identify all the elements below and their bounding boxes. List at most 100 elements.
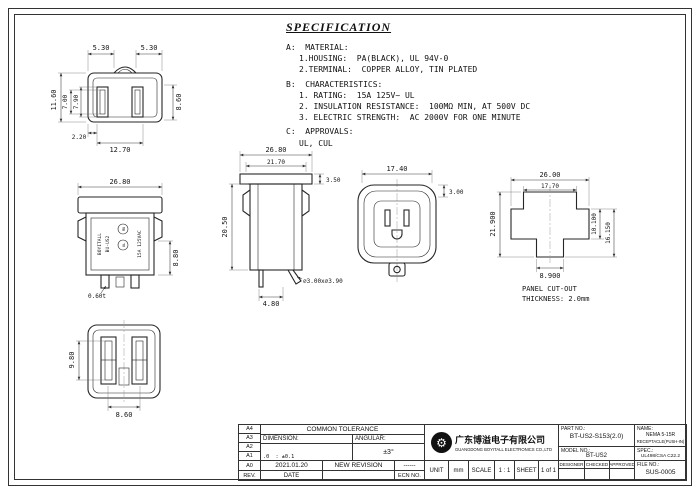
scale-value: 1 : 1	[495, 461, 515, 481]
date-header-label: DATE	[261, 471, 323, 481]
back-view: 9.80 8.60	[68, 320, 161, 419]
spec-characteristics-head: B: CHARACTERISTICS:	[286, 79, 383, 89]
dim-cutout-lower-height: 16.150	[605, 222, 612, 244]
tolerance-1: .0 : ±0.1	[263, 454, 295, 461]
spec-material-head: A: MATERIAL:	[286, 43, 349, 52]
revision-date: 2021.01.20	[261, 461, 323, 471]
dim-cutout-inner-width: 17.70	[541, 183, 559, 190]
checked-label: CHECKED	[585, 461, 610, 469]
sheet-label: SHEET	[515, 461, 539, 481]
dim-round-lip: 3.00	[449, 189, 464, 196]
dim-round-width: 17.40	[386, 165, 407, 173]
name-label: NAME:	[637, 426, 653, 432]
tolerance-title: COMMON TOLERANCE	[261, 425, 425, 435]
top-view: 5.30 5.30 11.60 7.90 7.00 8.60 2.20	[50, 44, 183, 154]
front-view: 26.80 BOYITALL BU-US2 ЯU UL 15A 125VAC 8…	[77, 178, 180, 300]
dim-side-flange-h: 3.50	[326, 177, 341, 184]
part-no-cell: PART NO.: BT-US2-S153(2.0)	[559, 425, 635, 447]
designer-signature-cell	[559, 469, 585, 481]
company-name-cn: 广东博溢电子有限公司	[455, 435, 546, 445]
spec-approvals-head: C: APPROVALS:	[286, 127, 354, 137]
approved-signature-cell	[610, 469, 635, 481]
ecn-header-label: ECN NO.	[395, 471, 425, 481]
unit-label: UNIT	[425, 461, 449, 481]
cutout-thickness: THICKNESS: 2.0mm	[522, 295, 589, 303]
face-brand-line1: BOYITALL	[97, 233, 103, 255]
company-name-en: GUANGDONG BOYITALL ELECTRONICS CO.,LTD	[455, 447, 552, 452]
dim-ground-pin: ⌀3.00x⌀3.90	[303, 278, 343, 285]
ul-recognized-mark: ЯU	[121, 226, 126, 231]
dim-cutout-tab-width: 8.900	[539, 272, 560, 280]
dim-back-height: 9.80	[68, 352, 76, 369]
panel-cutout-view: 26.00 17.70 21.900 10.100 16.150 8.900 P…	[489, 171, 617, 303]
dim-side-body-h: 20.50	[221, 216, 229, 237]
description-header-cell	[323, 471, 395, 481]
dim-pin-offset: 4.80	[263, 300, 280, 308]
company-cell: ⚙ 广东博溢电子有限公司 GUANGDONG BOYITALL ELECTRON…	[425, 425, 559, 461]
sheet-border-inner	[14, 14, 686, 480]
specification-block: SPECIFICATION A: MATERIAL: 1.HOUSING: PA…	[286, 20, 631, 149]
name-cell: NAME: NEMA 5-15R RECEPTACLE(PUSH-IN)	[635, 425, 687, 447]
name-value-2: RECEPTACLE(PUSH-IN)	[636, 439, 685, 444]
dim-terminal-thickness: 0.60t	[88, 293, 106, 300]
unit-value: mm	[449, 461, 469, 481]
revision-description: NEW REVISION	[323, 461, 395, 471]
company-logo: ⚙	[431, 432, 453, 453]
gear-icon: ⚙	[436, 435, 447, 450]
dim-cutout-mid-height: 10.100	[591, 213, 598, 235]
revision-ecn-value: ------	[395, 461, 425, 471]
dim-top-h-total: 11.60	[50, 89, 58, 110]
part-no-label: PART NO.:	[561, 426, 586, 432]
spec-cell: SPEC.: UL498/CSA C22.2	[635, 447, 687, 461]
scale-label: SCALE	[469, 461, 495, 481]
dim-cutout-width: 26.00	[539, 171, 560, 179]
title-block: A4 A3 A2 A1 A0 REV. COMMON TOLERANCE DIM…	[238, 424, 687, 481]
name-value-1: NEMA 5-15R	[645, 432, 676, 438]
part-no-value: BT-US2-S153(2.0)	[569, 433, 624, 440]
rev-row-a1: A1	[239, 452, 261, 461]
ul-listed-mark: UL	[121, 242, 126, 247]
dim-side-inner-width: 21.70	[267, 159, 285, 166]
spec-housing: 1.HOUSING: PA(BLACK), UL 94V-0	[299, 54, 449, 64]
dim-cutout-height: 21.900	[489, 211, 497, 236]
face-brand-line2: BU-US2	[105, 235, 111, 252]
model-no-label: MODEL NO.:	[561, 448, 591, 454]
dim-top-offset: 2.20	[72, 134, 87, 141]
dim-top-h-right: 8.60	[175, 94, 183, 111]
spec-terminal: 2.TERMINAL: COPPER ALLOY, TIN PLATED	[299, 65, 478, 75]
assembled-front-view: 17.40 3.00	[357, 165, 464, 282]
approved-label: APPROVED	[610, 461, 635, 469]
spec-strength: 3. ELECTRIC STRENGTH: AC 2000V FOR ONE M…	[299, 113, 521, 123]
rev-header-label: REV.	[239, 471, 261, 481]
rev-row-a3: A3	[239, 434, 261, 443]
spec-label: SPEC.:	[637, 448, 654, 454]
model-no-cell: MODEL NO.: BT-US2	[559, 447, 635, 461]
rev-row-a0: A0	[239, 461, 261, 471]
dim-side-width: 26.80	[265, 146, 286, 154]
rev-row-a2: A2	[239, 443, 261, 452]
dim-top-w-left: 5.30	[93, 44, 110, 52]
file-no-label: FILE NO.:	[637, 462, 660, 468]
spec-value: UL498/CSA C22.2	[640, 454, 681, 459]
sheet-border-outer	[8, 8, 692, 486]
side-view: 26.80 21.70 3.50 20.50 ⌀3.00x⌀3.90	[221, 146, 343, 308]
dim-front-height: 8.80	[172, 250, 180, 267]
spec-rating: 1. RATING: 15A 125V~ UL	[299, 90, 415, 100]
checked-signature-cell	[585, 469, 610, 481]
tolerance-angular-value: ±3°	[353, 444, 425, 461]
spec-approvals: UL, CUL	[299, 138, 333, 148]
dim-top-slot-inner-h: 7.00	[62, 94, 69, 109]
file-no-cell: FILE NO.: SUS-0005	[635, 461, 687, 481]
specification-title: SPECIFICATION	[286, 20, 392, 34]
dim-top-w-right: 5.30	[141, 44, 158, 52]
dim-back-width: 8.60	[116, 411, 133, 419]
cutout-caption: PANEL CUT-OUT	[522, 285, 578, 293]
tolerance-dimension-label: DIMENSION:	[261, 435, 353, 444]
model-no-value: BT-US2	[585, 453, 607, 459]
face-rating-text: 15A 125VAC	[137, 230, 143, 258]
dim-front-width: 26.80	[109, 178, 130, 186]
dim-top-w-slots: 12.70	[109, 146, 130, 154]
dim-top-slot-h: 7.90	[73, 94, 80, 109]
